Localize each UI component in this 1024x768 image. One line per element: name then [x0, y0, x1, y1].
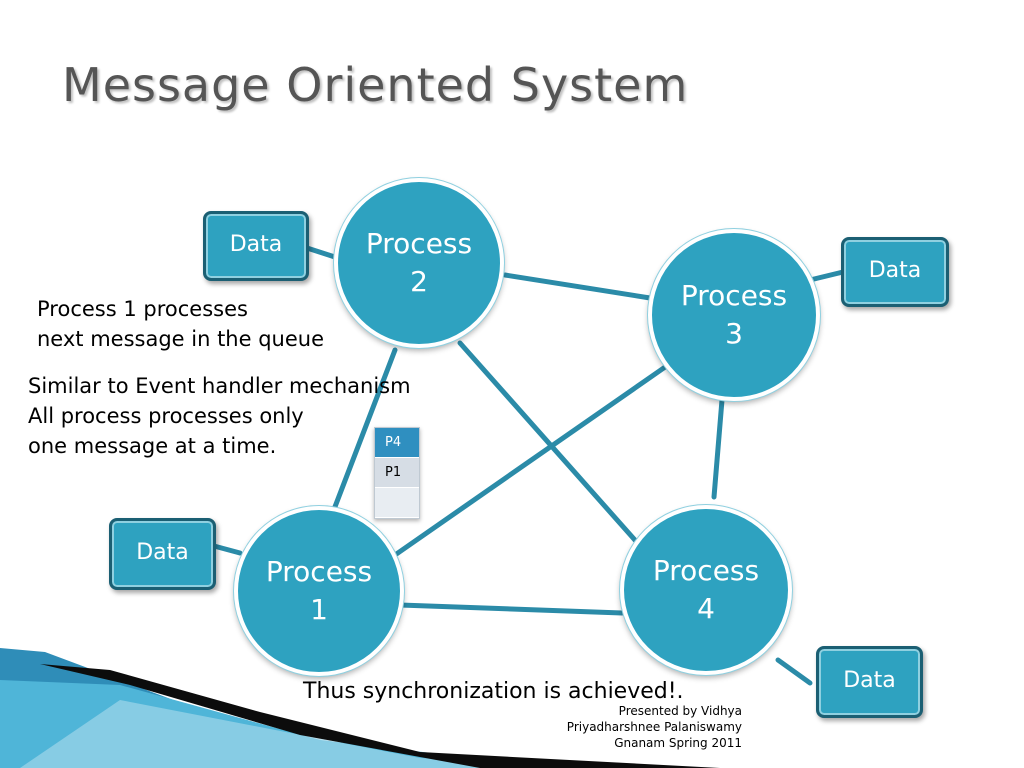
process-4-node: Process 4 [620, 505, 792, 675]
data-label: Data [229, 232, 283, 257]
data-label: Data [843, 668, 896, 693]
message-queue: P4 P1 [374, 427, 420, 519]
process-3-node: Process 3 [648, 229, 820, 401]
process-1-node: Process 1 [234, 506, 404, 676]
link-d1-p2 [304, 245, 341, 261]
data-box-process2: Data [203, 211, 309, 281]
link-p1-p2 [330, 347, 398, 515]
slide-title: Message Oriented System [62, 58, 689, 112]
link-d3-p1 [211, 543, 243, 556]
decorative-swoosh [0, 640, 720, 768]
note-process1: Process 1 processes next message in the … [37, 297, 324, 351]
data-box-process4: Data [816, 646, 923, 718]
link-p1-p3 [392, 362, 671, 558]
queue-header: P4 [375, 428, 419, 458]
link-p1-p4 [397, 602, 625, 616]
data-box-process1: Data [109, 518, 216, 590]
process-2-node: Process 2 [334, 178, 504, 348]
queue-item [375, 488, 419, 518]
data-label: Data [136, 540, 189, 565]
link-p2-p4 [457, 340, 645, 551]
note-event-handler: Similar to Event handler mechanism All p… [28, 374, 411, 458]
link-p3-p4 [711, 397, 725, 500]
link-d4-p4 [775, 657, 813, 686]
link-p2-p3 [502, 272, 653, 301]
data-box-process3: Data [841, 237, 949, 307]
link-d2-p3 [807, 269, 846, 283]
queue-item: P1 [375, 458, 419, 488]
data-label: Data [868, 258, 922, 283]
conclusion-text: Thus synchronization is achieved!. [303, 679, 684, 704]
presenter-credit: Presented by Vidhya Priyadharshnee Palan… [566, 704, 742, 750]
